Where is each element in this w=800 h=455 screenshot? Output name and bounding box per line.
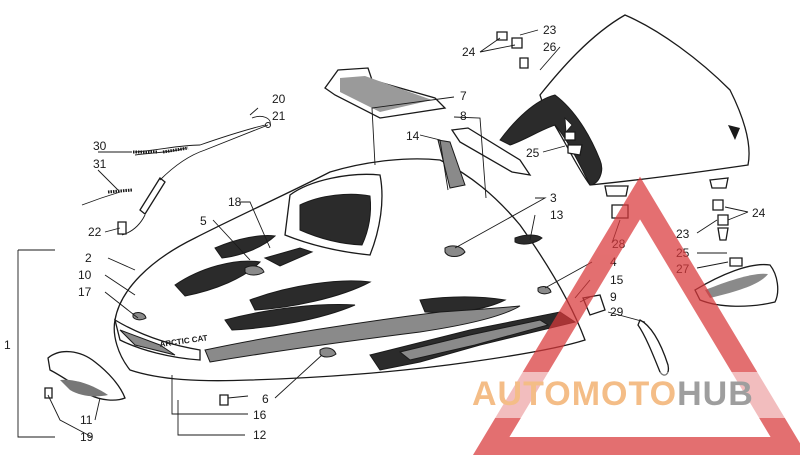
callout-10: 10 xyxy=(78,268,92,282)
callout-1: 1 xyxy=(4,338,11,352)
callout-21: 21 xyxy=(272,109,286,123)
decal-14 xyxy=(437,139,466,189)
callout-24a: 24 xyxy=(462,45,476,59)
callout-6: 6 xyxy=(262,392,269,406)
decal-7 xyxy=(324,67,447,119)
callout-31: 31 xyxy=(93,157,107,171)
callout-24b: 24 xyxy=(752,206,766,220)
callout-9: 9 xyxy=(610,290,617,304)
callout-30: 30 xyxy=(93,139,107,153)
leader-lines xyxy=(17,29,749,438)
hand-guard-11 xyxy=(47,351,126,401)
callout-2: 2 xyxy=(85,251,92,265)
callout-13: 13 xyxy=(550,208,564,222)
callout-12: 12 xyxy=(253,428,267,442)
hand-guard-27 xyxy=(694,263,779,307)
watermark-text: AUTOMOTOHUB xyxy=(472,375,754,413)
hood-assembly: ARCTIC CAT xyxy=(113,158,586,382)
watermark: AUTOMOTOHUB xyxy=(470,176,800,455)
windshield xyxy=(499,14,750,197)
callout-22: 22 xyxy=(88,225,102,239)
latch-cables xyxy=(81,115,271,236)
callout-19: 19 xyxy=(80,430,94,444)
hardware xyxy=(44,31,743,406)
watermark-triangle xyxy=(472,176,800,455)
callout-8: 8 xyxy=(460,109,467,123)
callout-3: 3 xyxy=(550,191,557,205)
callout-29: 29 xyxy=(610,305,624,319)
callout-25a: 25 xyxy=(526,146,540,160)
callout-14: 14 xyxy=(406,129,420,143)
decal-8 xyxy=(450,127,532,176)
callout-15: 15 xyxy=(610,273,624,287)
callout-26: 26 xyxy=(543,40,557,54)
callout-18: 18 xyxy=(228,195,242,209)
callout-16: 16 xyxy=(253,408,267,422)
callout-5: 5 xyxy=(200,214,207,228)
callout-17: 17 xyxy=(78,285,92,299)
callout-7: 7 xyxy=(460,89,467,103)
callout-20: 20 xyxy=(272,92,286,106)
callout-23b: 23 xyxy=(676,227,690,241)
callout-23a: 23 xyxy=(543,23,557,37)
callout-11: 11 xyxy=(80,413,93,427)
